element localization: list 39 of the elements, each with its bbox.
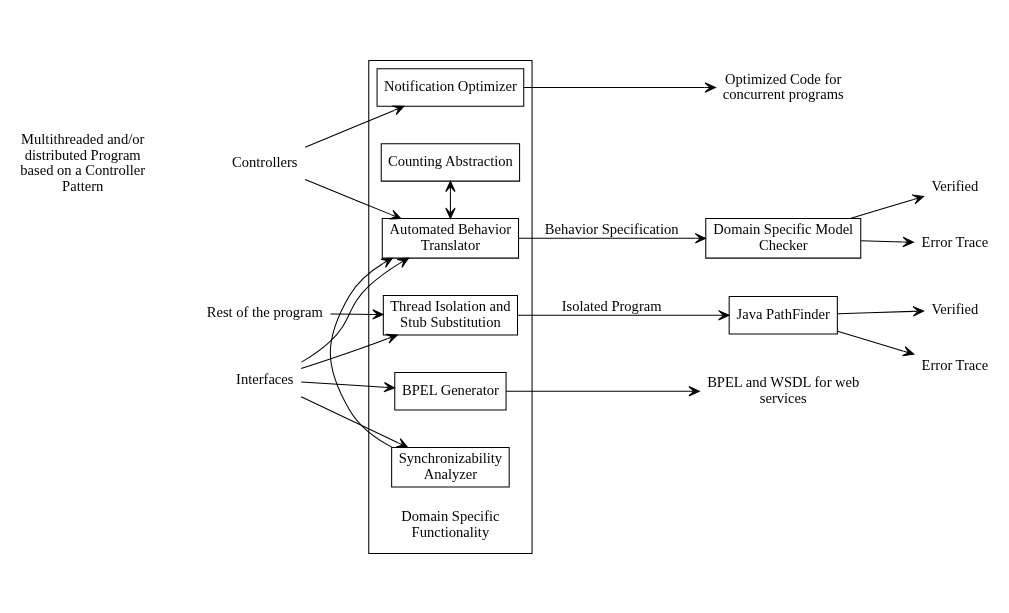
arrow bbox=[300, 381, 396, 392]
arrow bbox=[836, 305, 925, 317]
node-box: Java PathFinder bbox=[728, 295, 838, 335]
arrow bbox=[300, 333, 398, 369]
arrow bbox=[505, 385, 700, 396]
arrow bbox=[304, 104, 405, 148]
arrow bbox=[304, 178, 402, 219]
arrow bbox=[849, 193, 925, 219]
arrow bbox=[517, 309, 730, 320]
cluster bbox=[368, 59, 533, 554]
node-box: Thread Isolation and Stub Substitution bbox=[382, 294, 518, 336]
arrow bbox=[523, 81, 716, 93]
arrow bbox=[445, 180, 456, 219]
node-box: BPEL Generator bbox=[394, 371, 507, 410]
node-text: Interfaces bbox=[236, 370, 294, 387]
node-box: Notification Optimizer bbox=[376, 67, 525, 107]
edge-label: Behavior Specification bbox=[544, 220, 679, 237]
node-text: Verified bbox=[931, 300, 979, 317]
arrow bbox=[330, 308, 384, 320]
arrow bbox=[860, 236, 914, 247]
node-text: Controllers bbox=[232, 153, 298, 170]
node-text: Error Trace bbox=[921, 356, 989, 373]
label: Domain Specific Functionality bbox=[401, 507, 500, 540]
label: Multithreaded and/or distributed Program based on a Controller Pattern bbox=[20, 130, 146, 194]
node-box: Automated Behavior Translator bbox=[381, 217, 520, 259]
node-box: Synchronizability Analyzer bbox=[391, 446, 510, 487]
node-text: BPEL and WSDL for web services bbox=[707, 373, 860, 406]
arrow bbox=[300, 257, 410, 363]
arrow bbox=[836, 330, 915, 356]
node-text: Optimized Code for concurrent programs bbox=[722, 70, 844, 102]
node-text: Error Trace bbox=[921, 233, 989, 250]
edge-label: Isolated Program bbox=[561, 297, 662, 314]
arrow bbox=[518, 232, 707, 244]
arrow bbox=[300, 395, 409, 448]
arrow bbox=[329, 257, 393, 448]
node-box: Counting Abstraction bbox=[380, 142, 521, 182]
node-text: Rest of the program bbox=[206, 303, 323, 320]
node-box: Domain Specific Model Checker bbox=[705, 217, 862, 259]
node-text: Verified bbox=[931, 177, 979, 194]
